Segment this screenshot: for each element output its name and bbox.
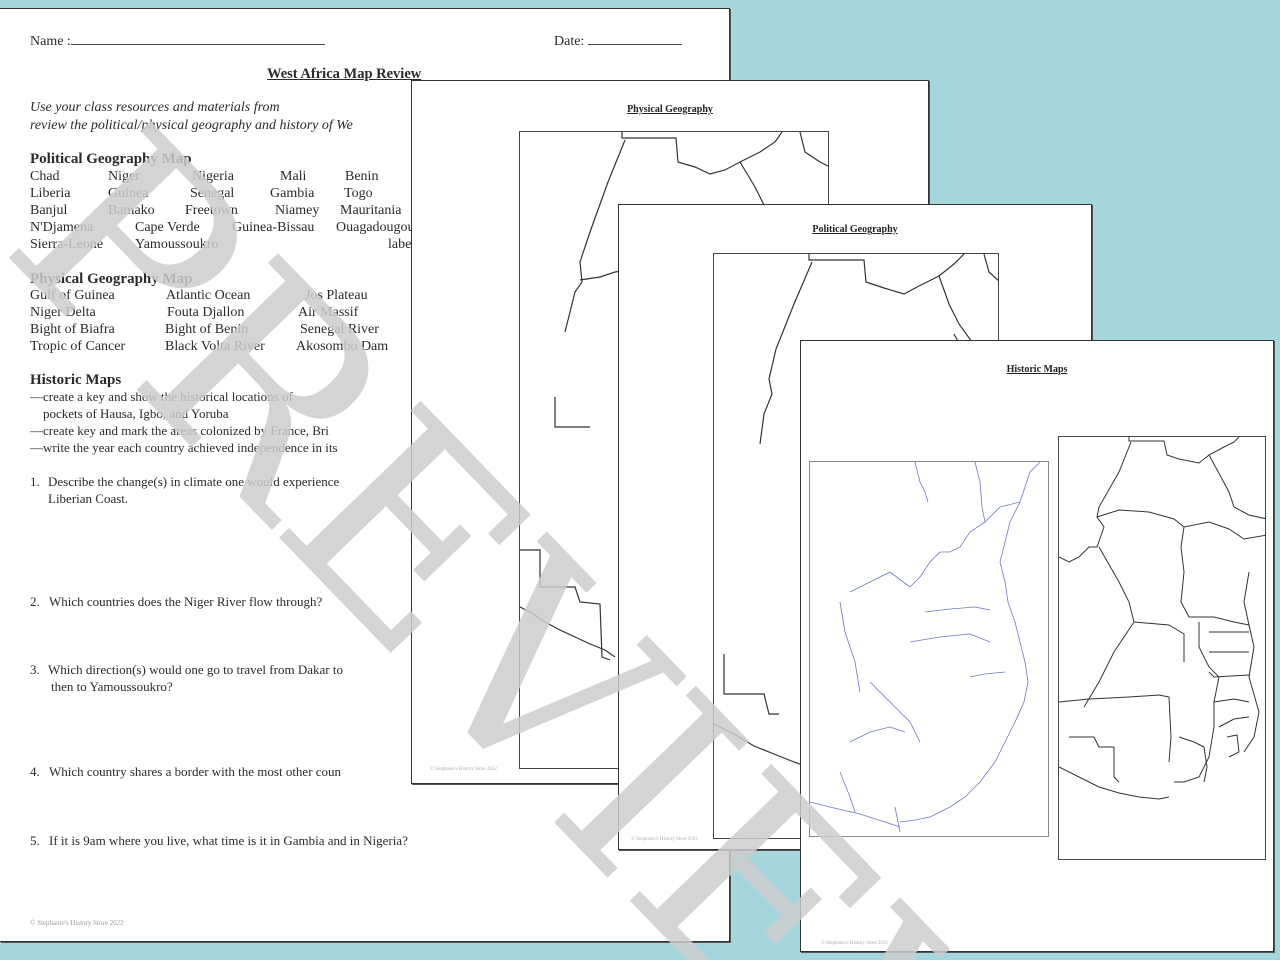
historic-bullet: —write the year each country achieved in…	[30, 440, 338, 455]
question-text: If it is 9am where you live, what time i…	[49, 833, 408, 848]
question-text: Which country shares a border with the m…	[49, 764, 342, 779]
term: Sierra-Leone	[30, 237, 104, 252]
term: Guinea-Bissau	[232, 220, 315, 235]
term: N'Djamena	[30, 220, 94, 235]
term: Mauritania	[340, 203, 402, 218]
map-outline-icon	[1059, 437, 1265, 800]
term: Ouagadougou	[336, 220, 415, 235]
question-text: Which direction(s) would one go to trave…	[48, 662, 343, 677]
page-title: Physical Geography	[627, 104, 713, 115]
political-outline-map	[1058, 436, 1266, 860]
question-number: 3.	[30, 662, 40, 677]
intro-line-1: Use your class resources and materials f…	[30, 100, 280, 115]
river-map	[809, 461, 1049, 837]
term: Atlantic Ocean	[166, 288, 251, 303]
term: Tropic of Cancer	[30, 339, 126, 354]
intro-line-2: review the political/physical geography …	[30, 118, 353, 133]
term: Jos Plateau	[305, 288, 368, 303]
term: label	[388, 237, 416, 252]
question-number: 4.	[30, 764, 40, 779]
date-field: Date:	[554, 33, 682, 50]
question-text: Liberian Coast.	[48, 491, 129, 506]
physical-heading: Physical Geography Map	[30, 271, 193, 287]
historic-bullet: pockets of Hausa, Igbo, and Yoruba	[43, 406, 229, 421]
term: Bight of Biafra	[30, 322, 115, 337]
term: Fouta Djallon	[167, 305, 245, 320]
historic-heading: Historic Maps	[30, 372, 122, 388]
historic-maps-page: Historic Maps	[800, 340, 1274, 952]
page-title: Historic Maps	[1006, 364, 1068, 375]
term: Gambia	[270, 186, 315, 201]
date-label: Date:	[554, 34, 585, 49]
name-field: Name :	[30, 33, 325, 50]
term: Cape Verde	[135, 220, 200, 235]
term: Niger	[108, 169, 140, 184]
question-text: Describe the change(s) in climate one wo…	[48, 474, 340, 489]
term: Chad	[30, 169, 60, 184]
term: Niamey	[275, 203, 320, 218]
term: Liberia	[30, 186, 71, 201]
term: Togo	[344, 186, 373, 201]
term: Senegal River	[300, 322, 379, 337]
term: Gulf of Guinea	[30, 288, 115, 303]
term: Guinea	[108, 186, 149, 201]
term: Air Massif	[298, 305, 359, 320]
term: Niger Delta	[30, 305, 96, 320]
term: Mali	[280, 169, 307, 184]
copyright-footer: © Stephanie's History Store 2022	[821, 941, 888, 946]
term: Benin	[345, 169, 379, 184]
copyright-footer: © Stephanie's History Store 2022	[631, 837, 698, 842]
political-heading: Political Geography Map	[30, 151, 192, 167]
name-label: Name :	[30, 34, 71, 49]
name-blank	[70, 33, 325, 45]
question-number: 2.	[30, 594, 40, 609]
copyright-footer: © Stephanie's History Store 2022	[30, 919, 124, 927]
term: Yamoussoukro	[135, 237, 219, 252]
historic-bullet: —create a key and show the historical lo…	[30, 389, 293, 404]
date-blank	[587, 33, 682, 45]
question-text: Which countries does the Niger River flo…	[49, 594, 323, 609]
river-map-icon	[810, 462, 1041, 833]
term: Senegal	[190, 186, 235, 201]
question-number: 5.	[30, 833, 40, 848]
question-text: then to Yamoussoukro?	[51, 679, 173, 694]
term: Bight of Benin	[165, 322, 249, 337]
term: Black Volta River	[165, 339, 265, 354]
historic-bullet: —create key and mark the areas colonized…	[30, 423, 329, 438]
page-title: Political Geography	[812, 224, 898, 235]
term: Banjul	[30, 203, 68, 218]
question-number: 1.	[30, 474, 40, 489]
term: Akosombo Dam	[296, 339, 389, 354]
term: Freetown	[185, 203, 238, 218]
term: Nigeria	[192, 169, 234, 184]
copyright-footer: © Stephanie's History Store 2022	[430, 767, 497, 772]
term: Bamako	[108, 203, 155, 218]
worksheet-title: West Africa Map Review	[267, 66, 422, 82]
